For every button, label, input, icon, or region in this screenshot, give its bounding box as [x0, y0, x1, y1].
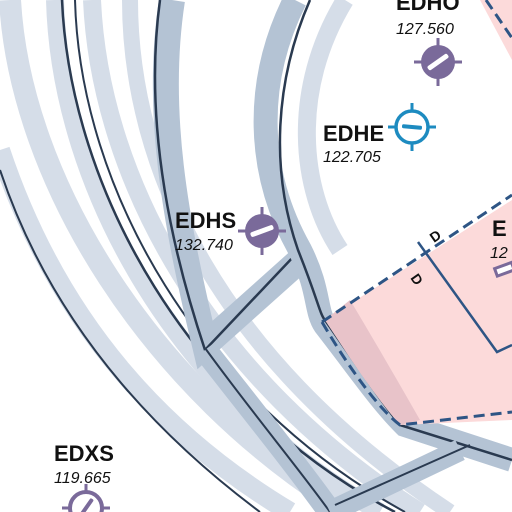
blue-airfield-icon[interactable]	[388, 103, 436, 151]
restricted-area-divider	[416, 241, 512, 354]
airfield-frequency: 127.560	[396, 21, 454, 38]
restricted-area-edge-topright	[484, 0, 512, 39]
outer-airspace-bands	[0, 0, 455, 512]
outer-band-edge-1	[60, 0, 396, 512]
purple-airfield-icon[interactable]	[492, 260, 512, 279]
airfield-code: EDHS	[175, 208, 236, 233]
airfield-code: EDHE	[323, 121, 384, 146]
airfield-frequency: 132.740	[175, 237, 233, 254]
ctr-edge-bottom	[334, 444, 471, 506]
airfield-edhs[interactable]: EDHS 132.740	[175, 207, 286, 255]
restricted-area-fill	[325, 200, 512, 512]
airfield-edxs[interactable]: EDXS 119.665	[54, 441, 114, 512]
ctr-edge-lower	[204, 347, 331, 512]
airfield-frequency: 119.665	[54, 470, 111, 487]
restricted-area-edge-bottom	[320, 321, 512, 427]
overlap-fill	[325, 300, 420, 425]
airfield-code: E	[492, 216, 507, 241]
outer-band-5	[0, 146, 296, 512]
outer-band-1	[0, 0, 356, 512]
airfield-frequency: 12	[490, 245, 508, 262]
inner-ring-band	[297, 0, 353, 255]
airfield-code: EDHO	[396, 0, 460, 15]
ctr-edge-outer	[153, 0, 296, 353]
airfield-edhe[interactable]: EDHE 122.705	[323, 103, 436, 166]
ctr-band-bottom	[325, 440, 465, 512]
restricted-area-edge-top	[321, 193, 512, 324]
airfield-partial[interactable]: E 12	[490, 216, 512, 279]
airfield-edho[interactable]: EDHO 127.560	[396, 0, 462, 86]
outer-band-4	[122, 0, 455, 512]
outer-band-edge-2	[74, 0, 406, 512]
purple-airfield-icon[interactable]	[414, 38, 462, 86]
airfield-code: EDXS	[54, 441, 114, 466]
airfield-frequency: 122.705	[323, 149, 381, 166]
ctr-band-outer	[152, 0, 309, 370]
purple-airfield-icon[interactable]	[238, 207, 286, 255]
outer-band-edge-3	[0, 169, 261, 512]
purple-airfield-icon[interactable]	[62, 484, 110, 512]
restricted-area-top-fill	[480, 0, 512, 60]
